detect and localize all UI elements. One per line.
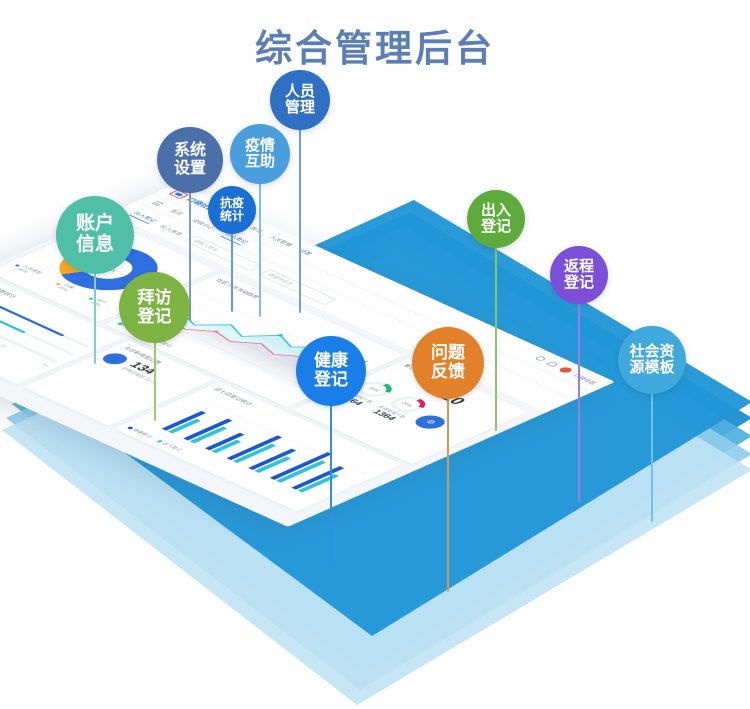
breadcrumb-0[interactable]: 首页	[168, 208, 185, 217]
callout-label: 系统 设置	[173, 142, 206, 177]
callout-label: 抗疫 统计	[219, 195, 244, 223]
callout-visit-register[interactable]: 拜访 登记	[119, 272, 190, 343]
legend-item-2: 住户 · 20%	[84, 296, 120, 312]
callout-issue-feedback[interactable]: 问题 反馈	[412, 327, 484, 399]
callout-label: 健康 登记	[314, 351, 348, 389]
callout-label: 返程 登记	[563, 257, 594, 291]
menu-icon[interactable]	[151, 200, 164, 206]
bar-legend-label-1: 出入登记	[161, 441, 184, 452]
callout-label: 出入 登记	[480, 201, 511, 235]
bell-icon[interactable]	[545, 361, 560, 368]
user-add-icon: 👤	[98, 350, 133, 367]
callout-label: 问题 反馈	[431, 343, 465, 381]
callout-label: 社会资 源模板	[629, 342, 675, 376]
tab-entry-check[interactable]: 出入核查	[157, 224, 184, 237]
callout-stem-visit-register	[153, 341, 156, 421]
callout-system-settings[interactable]: 系统 设置	[157, 127, 223, 193]
callout-label: 账户 信息	[75, 213, 114, 255]
callout-stem-account-info	[94, 272, 96, 364]
refresh-icon[interactable]: ⚙	[410, 412, 452, 432]
topnav-item-0[interactable]: 首页	[247, 226, 264, 234]
callout-stem-entry-exit-register	[495, 246, 497, 431]
callout-label: 人员 管理	[284, 82, 315, 116]
callout-stem-social-resource-template	[651, 392, 653, 522]
callout-health-register[interactable]: 健康 登记	[296, 336, 366, 406]
callout-return-register[interactable]: 返程 登记	[550, 246, 608, 304]
callout-label: 拜访 登记	[137, 287, 172, 326]
bar-chart	[161, 402, 369, 494]
callout-stem-return-register	[578, 302, 580, 502]
user-name: 口袋社区	[571, 373, 598, 386]
bar-legend-label-0: 健康登记	[131, 428, 154, 439]
page-title: 综合管理后台	[255, 28, 495, 69]
grid-row-2: 各类登记数统计 本区健康登记 本区出入登记 本区返程人员登记	[0, 274, 409, 514]
callout-stem-anti-epidemic-stat	[231, 232, 233, 312]
callout-stem-health-register	[330, 404, 332, 564]
callout-personnel-mgmt[interactable]: 人员 管理	[270, 70, 330, 130]
callout-stem-epidemic-help	[259, 182, 261, 317]
card-seven-day: 近七日登记统计	[114, 381, 402, 512]
search-icon[interactable]	[533, 355, 548, 362]
topnav-item-1[interactable]: 人员管理	[267, 235, 294, 248]
scale-3: 80	[41, 362, 51, 367]
avatar[interactable]	[557, 366, 575, 374]
callout-epidemic-help[interactable]: 疫情 互助	[230, 124, 290, 184]
callout-label: 疫情 互助	[244, 136, 275, 170]
callout-anti-epidemic-stat[interactable]: 抗疫 统计	[208, 186, 256, 234]
callout-social-resource-template[interactable]: 社会资 源模板	[618, 326, 686, 394]
callout-stem-personnel-mgmt	[299, 128, 301, 313]
callout-account-info[interactable]: 账户 信息	[56, 196, 134, 274]
callout-stem-system-settings	[189, 191, 191, 321]
callout-entry-exit-register[interactable]: 出入 登记	[467, 190, 525, 248]
tab-entry-exit[interactable]: 出入登记	[128, 210, 160, 225]
scale-2: 34	[0, 343, 9, 348]
callout-stem-issue-feedback	[447, 397, 449, 592]
